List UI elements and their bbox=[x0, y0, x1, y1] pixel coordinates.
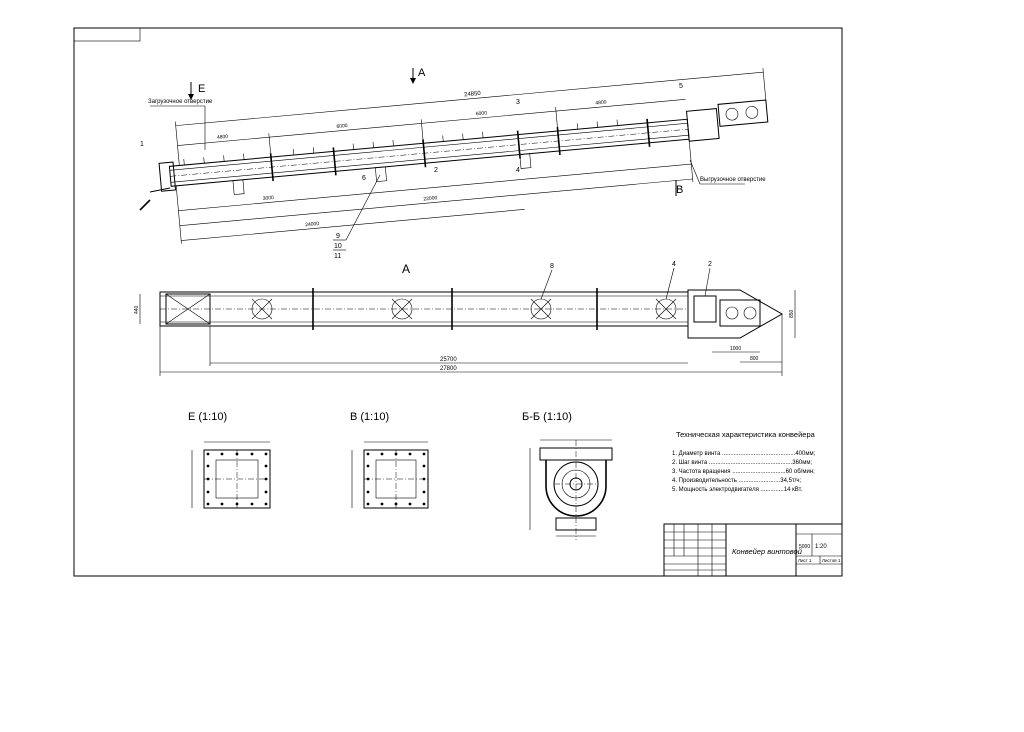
plan-callout-2: 2 bbox=[708, 261, 712, 268]
plan-gearbox bbox=[693, 295, 717, 323]
trough-body bbox=[168, 118, 690, 187]
callout-10: 10 bbox=[334, 243, 342, 250]
plan-view-title: A bbox=[402, 262, 410, 276]
flange-joint bbox=[269, 153, 274, 182]
side-view: 24850 4800 6000 6000 4800 3000 22000 240… bbox=[139, 67, 769, 260]
callout-2: 2 bbox=[434, 167, 438, 174]
dim-1000: 1000 bbox=[730, 346, 741, 352]
dim-800: 800 bbox=[750, 356, 759, 362]
dim-section: 4800 bbox=[595, 99, 607, 106]
callout-9: 9 bbox=[336, 233, 340, 240]
flange-joint bbox=[422, 139, 427, 168]
ground-line bbox=[149, 187, 171, 193]
section-e: E (1:10) bbox=[188, 411, 271, 509]
sheet-count: Листов 1 bbox=[822, 558, 841, 563]
view-arrow-a-label: A bbox=[418, 67, 426, 79]
section-bb-title: Б-Б (1:10) bbox=[522, 411, 572, 423]
loading-hole-label: Загрузочное отверстие bbox=[148, 99, 213, 105]
callout-3: 3 bbox=[516, 99, 520, 106]
section-dimension-line bbox=[177, 99, 686, 146]
trough-profile bbox=[545, 460, 607, 517]
dim-lower: 24000 bbox=[305, 221, 320, 228]
corner-stamp bbox=[73, 27, 141, 42]
dim-section: 6000 bbox=[476, 110, 488, 117]
spec-item: 5. Мощность электродвигателя ...........… bbox=[672, 487, 803, 493]
plan-view: A bbox=[134, 261, 796, 376]
dim-440: 440 bbox=[134, 305, 140, 314]
dim-section: 6000 bbox=[336, 123, 348, 130]
callout-4: 4 bbox=[516, 167, 520, 174]
dim-850: 850 bbox=[789, 309, 795, 318]
section-e-title: E (1:10) bbox=[188, 411, 227, 423]
dim-27800: 27800 bbox=[440, 366, 457, 372]
spec-item: 3. Частота вращения ....................… bbox=[672, 469, 815, 475]
dim-section: 4800 bbox=[217, 134, 229, 141]
support-leg bbox=[232, 179, 245, 195]
tail-bearing bbox=[158, 161, 177, 192]
hanger-bearing-icon bbox=[251, 298, 273, 320]
bolt-holes bbox=[206, 452, 268, 506]
dim-lower: 3000 bbox=[262, 195, 274, 202]
section-v: B (1:10) bbox=[350, 411, 429, 509]
flange-joint bbox=[556, 126, 561, 155]
dim-lower: 22000 bbox=[423, 195, 438, 202]
spec-item: 4. Производительность ..................… bbox=[672, 478, 801, 484]
support-leg bbox=[519, 153, 532, 169]
flange-joint bbox=[332, 147, 337, 176]
dim-overall: 24850 bbox=[464, 91, 482, 99]
axis-line bbox=[170, 128, 689, 177]
dim-25700: 25700 bbox=[440, 357, 457, 363]
support-leg bbox=[375, 166, 387, 182]
spec-item: 1. Диаметр винта .......................… bbox=[672, 451, 816, 457]
spec-item: 2. Шаг винта ...........................… bbox=[672, 460, 813, 466]
electric-motor bbox=[717, 99, 769, 127]
section-v-title: B (1:10) bbox=[350, 411, 389, 423]
inlet-hopper bbox=[165, 293, 211, 325]
drive-gearbox bbox=[685, 108, 720, 142]
callout-1: 1 bbox=[140, 141, 144, 148]
drawing-scale: 1:20 bbox=[815, 544, 827, 550]
sheet-number: Лист 1 bbox=[798, 558, 812, 563]
specs-title: Техническая характеристика конвейера bbox=[676, 430, 816, 439]
plan-callout-4: 4 bbox=[672, 261, 676, 268]
specs-block: Техническая характеристика конвейера 1. … bbox=[672, 430, 816, 493]
view-arrow-e-label: E bbox=[198, 83, 205, 95]
bolt-holes bbox=[366, 452, 426, 506]
title-block: Конвейер винтовой 5000 1:20 Лист 1 Листо… bbox=[663, 523, 843, 577]
plan-callout-8: 8 bbox=[550, 263, 554, 270]
plan-motor bbox=[719, 299, 761, 327]
sheet-frame bbox=[73, 27, 843, 577]
callout-5: 5 bbox=[679, 83, 683, 90]
flange-joint bbox=[646, 118, 651, 147]
support-foot bbox=[555, 517, 597, 531]
flange-joint bbox=[516, 130, 521, 159]
overall-dimension-line bbox=[175, 71, 764, 126]
unloading-hole-label: Выгрузочное отверстие bbox=[700, 177, 766, 183]
hanger-bearing-icon bbox=[391, 298, 413, 320]
callout-6: 6 bbox=[362, 175, 366, 182]
drawing-mass: 5000 bbox=[799, 544, 810, 550]
drawing-name: Конвейер винтовой bbox=[732, 547, 803, 556]
drive-platform bbox=[687, 289, 784, 339]
view-arrow-b-label: B bbox=[676, 184, 683, 196]
section-bb: Б-Б (1:10) bbox=[522, 411, 613, 540]
callout-11: 11 bbox=[334, 253, 341, 260]
